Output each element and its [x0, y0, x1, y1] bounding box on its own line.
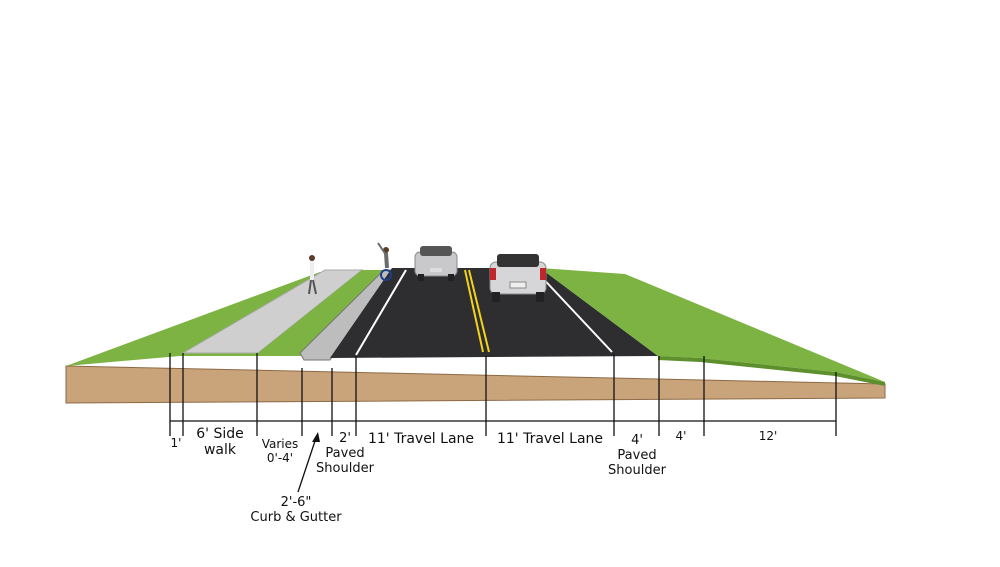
label-sidewalk: 6' Side walk	[196, 426, 244, 459]
cyclist-figure	[377, 242, 392, 281]
grass-strip	[258, 270, 384, 353]
label-4ft: 4'	[675, 429, 687, 443]
near-car	[489, 254, 547, 302]
label-12ft: 12'	[758, 429, 778, 443]
yellow-center-line-b	[468, 269, 490, 353]
label-1ft: 1'	[170, 436, 182, 450]
pavement	[330, 268, 658, 358]
silver-car	[414, 246, 458, 281]
white-edge-line-left	[355, 269, 407, 356]
white-edge-line-right	[534, 269, 613, 353]
curb-callout-arrow	[297, 432, 320, 493]
right-grass-edge	[658, 356, 885, 386]
label-travel-lane-right: 11' Travel Lane	[496, 431, 604, 447]
label-varies: Varies 0'-4'	[261, 437, 299, 465]
label-travel-lane-left: 11' Travel Lane	[367, 431, 475, 447]
soil-front-face	[65, 365, 886, 404]
pedestrian-figure	[308, 255, 317, 295]
label-4ft-paved-shoulder: 4' Paved Shoulder	[608, 433, 666, 478]
yellow-center-line-a	[464, 269, 484, 353]
label-2ft-paved-shoulder: 2' Paved Shoulder	[316, 431, 374, 476]
dimension-lines	[169, 353, 837, 436]
right-grass-slope	[540, 268, 885, 382]
label-curb-gutter: 2'-6" Curb & Gutter	[250, 495, 342, 525]
